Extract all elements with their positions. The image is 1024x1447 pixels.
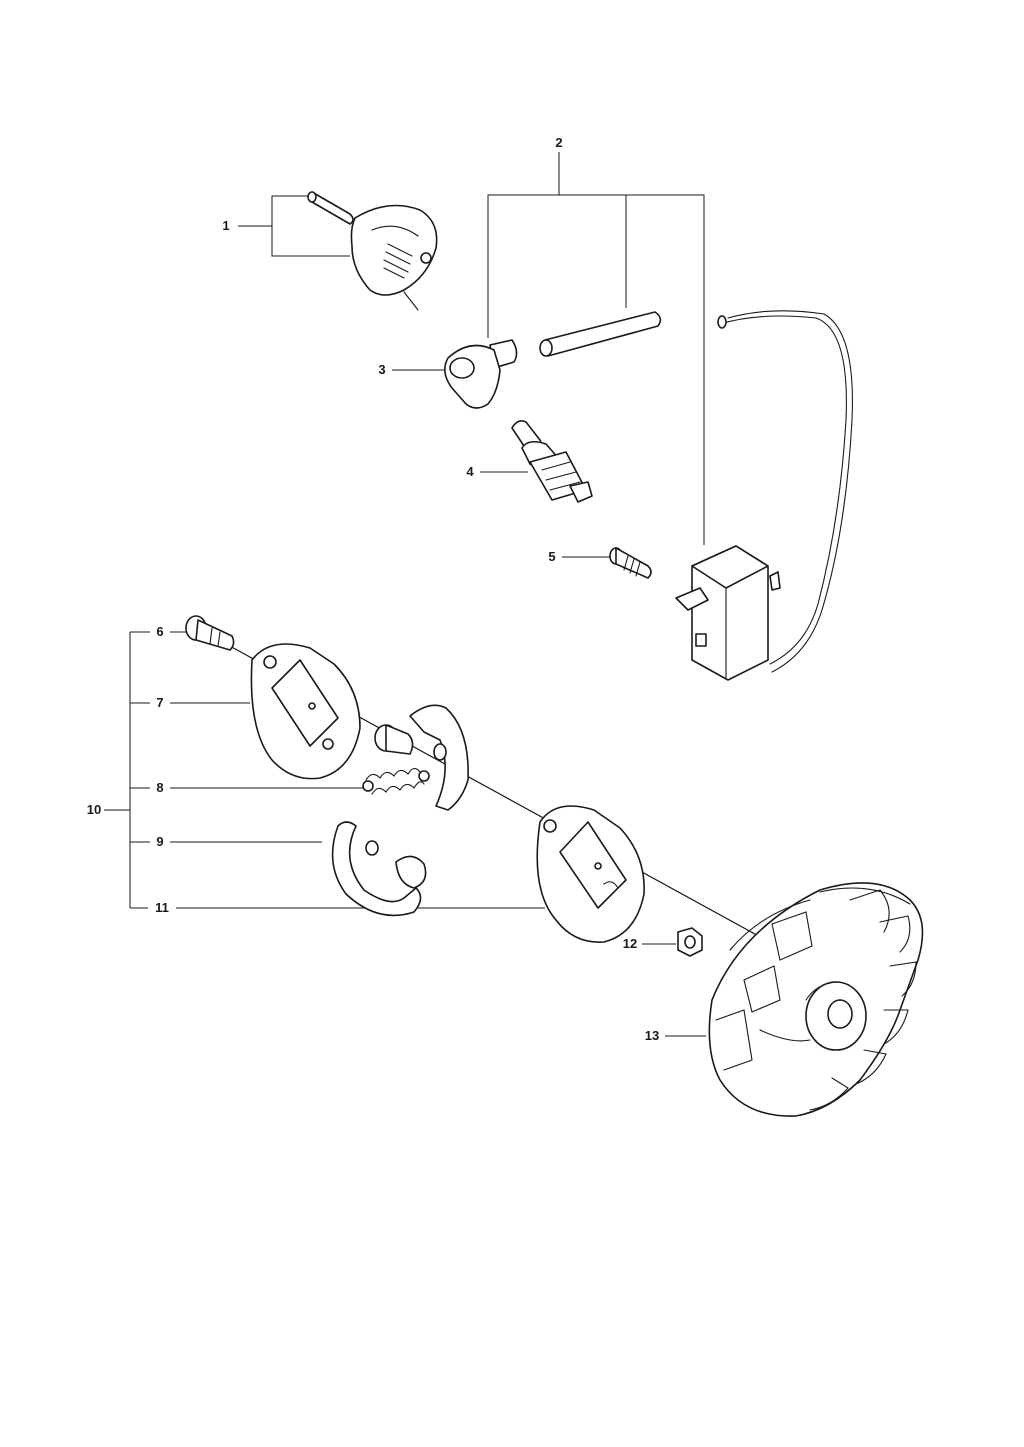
part-5-screw[interactable] xyxy=(609,547,652,579)
part-13-flywheel[interactable] xyxy=(708,882,924,1117)
part-12-nut[interactable] xyxy=(677,927,703,957)
callout-11[interactable]: 11 xyxy=(155,900,169,915)
part-7-clutch-plate[interactable] xyxy=(250,643,361,780)
callout-10[interactable]: 10 xyxy=(87,802,101,817)
callout-9[interactable]: 9 xyxy=(156,834,163,849)
callout-4[interactable]: 4 xyxy=(466,464,474,479)
leader-lines xyxy=(104,152,706,1037)
callout-13[interactable]: 13 xyxy=(645,1028,659,1043)
callout-5[interactable]: 5 xyxy=(548,549,555,564)
part-9-clutch-shoe[interactable] xyxy=(331,821,427,917)
part-11-clutch-plate[interactable] xyxy=(536,805,645,943)
part-clutch-shoe-upper[interactable] xyxy=(409,704,469,811)
callout-2[interactable]: 2 xyxy=(555,135,562,150)
callout-7[interactable]: 7 xyxy=(156,695,163,710)
callout-1[interactable]: 1 xyxy=(222,218,229,233)
part-8-spring[interactable] xyxy=(362,767,430,795)
part-6-bolt[interactable] xyxy=(185,615,235,651)
callout-8[interactable]: 8 xyxy=(156,780,163,795)
callout-12[interactable]: 12 xyxy=(623,936,637,951)
part-clutch-hub[interactable] xyxy=(374,724,414,755)
ignition-module[interactable] xyxy=(675,310,853,681)
callout-3[interactable]: 3 xyxy=(378,362,385,377)
callout-6[interactable]: 6 xyxy=(156,624,163,639)
part-1-cap-cover[interactable] xyxy=(307,191,438,311)
part-4-spark-plug[interactable] xyxy=(511,420,593,503)
part-3-ignition-boot[interactable] xyxy=(444,311,662,409)
